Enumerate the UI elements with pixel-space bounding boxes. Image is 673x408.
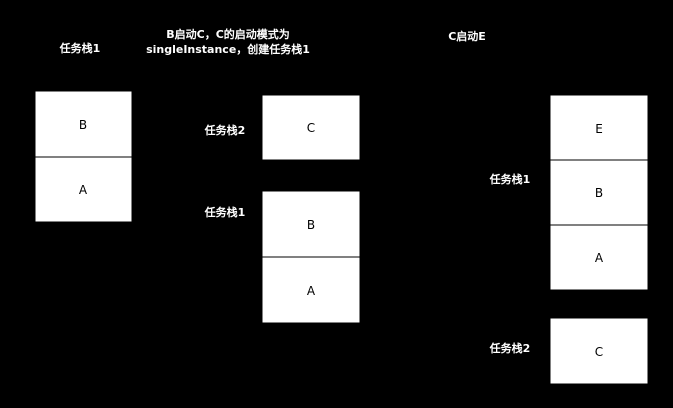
activity-box-right-e <box>549 94 649 161</box>
activity-box-left-a <box>34 156 133 223</box>
activity-label-right-b: B <box>595 186 603 200</box>
activity-label-middle-c: C <box>307 121 315 135</box>
stack-label-middle-1: 任务栈1 <box>204 205 246 219</box>
middle-stack-1: B A <box>261 190 361 324</box>
activity-label-middle-b: B <box>307 218 315 232</box>
activity-box-middle-b <box>261 190 361 258</box>
transition-label-c-to-e: C启动E <box>448 29 486 43</box>
left-stack: B A <box>34 90 133 223</box>
stack-label-left-1: 任务栈1 <box>59 41 101 55</box>
activity-label-right-c: C <box>595 345 603 359</box>
right-stack-2: C <box>549 317 649 385</box>
activity-box-middle-a <box>261 256 361 324</box>
transition-arrow-c-to-e <box>310 43 599 96</box>
middle-stack-2: C <box>261 94 361 161</box>
activity-box-left-b <box>34 90 133 158</box>
transition-label-line2: singleInstance，创建任务栈1 <box>146 42 310 56</box>
right-stack-1: E B A <box>549 94 649 291</box>
activity-label-right-a: A <box>595 251 604 265</box>
activity-label-right-e: E <box>595 122 603 136</box>
stack-label-middle-2: 任务栈2 <box>204 123 246 137</box>
transition-arrow-b-to-c <box>82 62 312 96</box>
stack-label-right-1: 任务栈1 <box>489 172 531 186</box>
activity-label-left-b: B <box>79 118 87 132</box>
activity-label-middle-a: A <box>307 284 316 298</box>
activity-box-middle-c <box>261 94 361 161</box>
activity-box-right-c <box>549 317 649 385</box>
activity-label-left-a: A <box>79 183 88 197</box>
transition-label-line1: B启动C，C的启动模式为 <box>166 27 290 41</box>
stack-label-right-2: 任务栈2 <box>489 341 531 355</box>
activity-box-right-a <box>549 224 649 291</box>
